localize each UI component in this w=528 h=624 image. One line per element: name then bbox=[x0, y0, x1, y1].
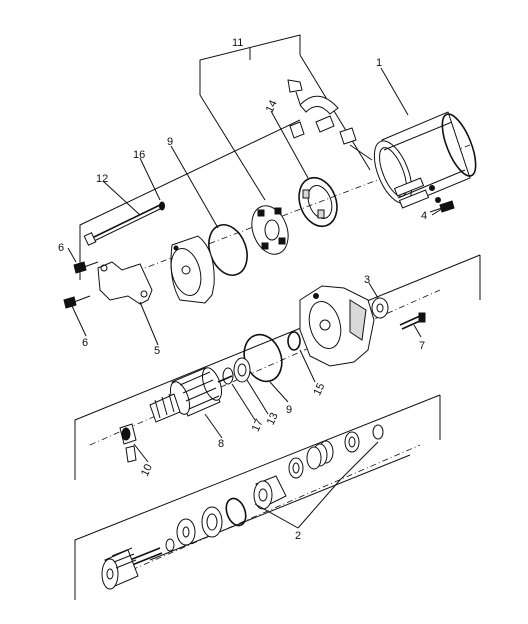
callout-5: 5 bbox=[154, 345, 160, 357]
callout-1: 1 bbox=[376, 57, 382, 69]
callout-9-lower: 9 bbox=[286, 404, 292, 416]
callout-labels: 1 2 3 4 5 6 6 7 8 9 9 10 11 12 13 14 15 … bbox=[58, 37, 427, 542]
callout-4: 4 bbox=[421, 210, 427, 222]
washer-part-3 bbox=[371, 297, 389, 319]
motor-housing bbox=[373, 111, 477, 209]
callout-7: 7 bbox=[419, 340, 425, 352]
screws-part-4 bbox=[429, 200, 455, 213]
bracket-part-5 bbox=[97, 261, 153, 305]
callout-13: 13 bbox=[265, 411, 281, 427]
callout-11: 11 bbox=[232, 37, 243, 49]
callout-8: 8 bbox=[218, 438, 224, 450]
screws-part-6 bbox=[63, 261, 99, 309]
brush-holder bbox=[251, 205, 289, 255]
callout-16: 16 bbox=[133, 149, 145, 161]
callout-12: 12 bbox=[96, 173, 108, 185]
rear-end-cover bbox=[170, 235, 215, 304]
callout-14: 14 bbox=[264, 98, 280, 114]
armature-part-8 bbox=[149, 367, 233, 423]
callout-11-bracket bbox=[199, 34, 371, 201]
callout-15: 15 bbox=[311, 381, 327, 397]
callout-10: 10 bbox=[139, 462, 155, 478]
bearing-part-13 bbox=[233, 357, 251, 383]
callout-2: 2 bbox=[295, 530, 301, 542]
callout-9-upper: 9 bbox=[167, 136, 173, 148]
cap-part-10 bbox=[119, 423, 137, 463]
callout-6-lower: 6 bbox=[82, 337, 88, 349]
drive-assembly-part-2 bbox=[101, 424, 384, 590]
callout-17: 17 bbox=[250, 417, 266, 433]
washer-part-17 bbox=[222, 367, 234, 385]
leader-lines bbox=[67, 67, 446, 529]
through-bolt-part-12 bbox=[83, 201, 165, 246]
o-ring-part-15 bbox=[287, 331, 301, 351]
brush-plate-part-14 bbox=[298, 176, 338, 228]
bolt-part-7 bbox=[399, 312, 426, 330]
callout-6-upper: 6 bbox=[58, 242, 64, 254]
brush-components bbox=[287, 79, 373, 161]
callout-3: 3 bbox=[364, 274, 370, 286]
front-cover-housing bbox=[299, 285, 375, 367]
